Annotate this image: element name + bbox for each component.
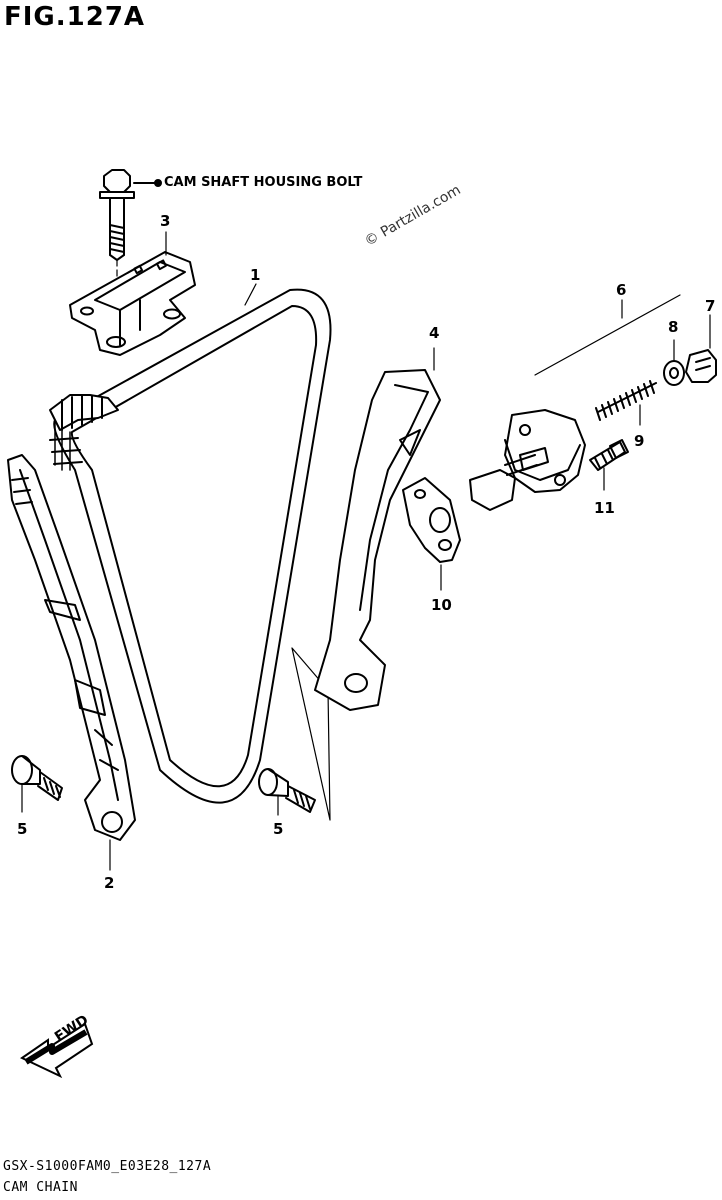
- part-3-housing: [69, 231, 196, 356]
- part-7-plug: [685, 314, 717, 383]
- label-part-1: 1: [250, 266, 261, 284]
- label-part-6: 6: [616, 281, 627, 299]
- fwd-arrow-icon: [20, 1022, 94, 1079]
- part-10-gasket: [402, 477, 461, 591]
- part-6-tensioner-body: [469, 294, 681, 511]
- part-9-spring: [595, 380, 657, 426]
- figure-title: FIG.127A: [4, 2, 146, 32]
- label-part-3: 3: [160, 212, 171, 230]
- part-5-bolt-right: [258, 768, 316, 816]
- label-part-5-left: 5: [17, 820, 28, 838]
- part-5-bolt-left: [11, 755, 63, 813]
- footer-code: GSX-S1000FAM0_E03E28_127A: [3, 1159, 212, 1174]
- part-1-cam-chain: [49, 283, 332, 804]
- part-4-tensioner-guide: [314, 347, 441, 711]
- footer-name: CAM CHAIN: [3, 1180, 78, 1195]
- label-part-9: 9: [634, 432, 645, 450]
- label-part-5-right: 5: [273, 820, 284, 838]
- label-part-11: 11: [594, 499, 615, 517]
- label-part-2: 2: [104, 874, 115, 892]
- part-8-washer: [663, 339, 685, 386]
- callout-cam-shaft-housing-bolt: CAM SHAFT HOUSING BOLT: [164, 175, 363, 190]
- part-2-chain-guide: [7, 454, 136, 871]
- label-part-10: 10: [431, 596, 452, 614]
- part-11-bolt: [589, 439, 629, 491]
- label-part-7: 7: [705, 297, 716, 315]
- label-part-8: 8: [668, 318, 679, 336]
- label-part-4: 4: [429, 324, 440, 342]
